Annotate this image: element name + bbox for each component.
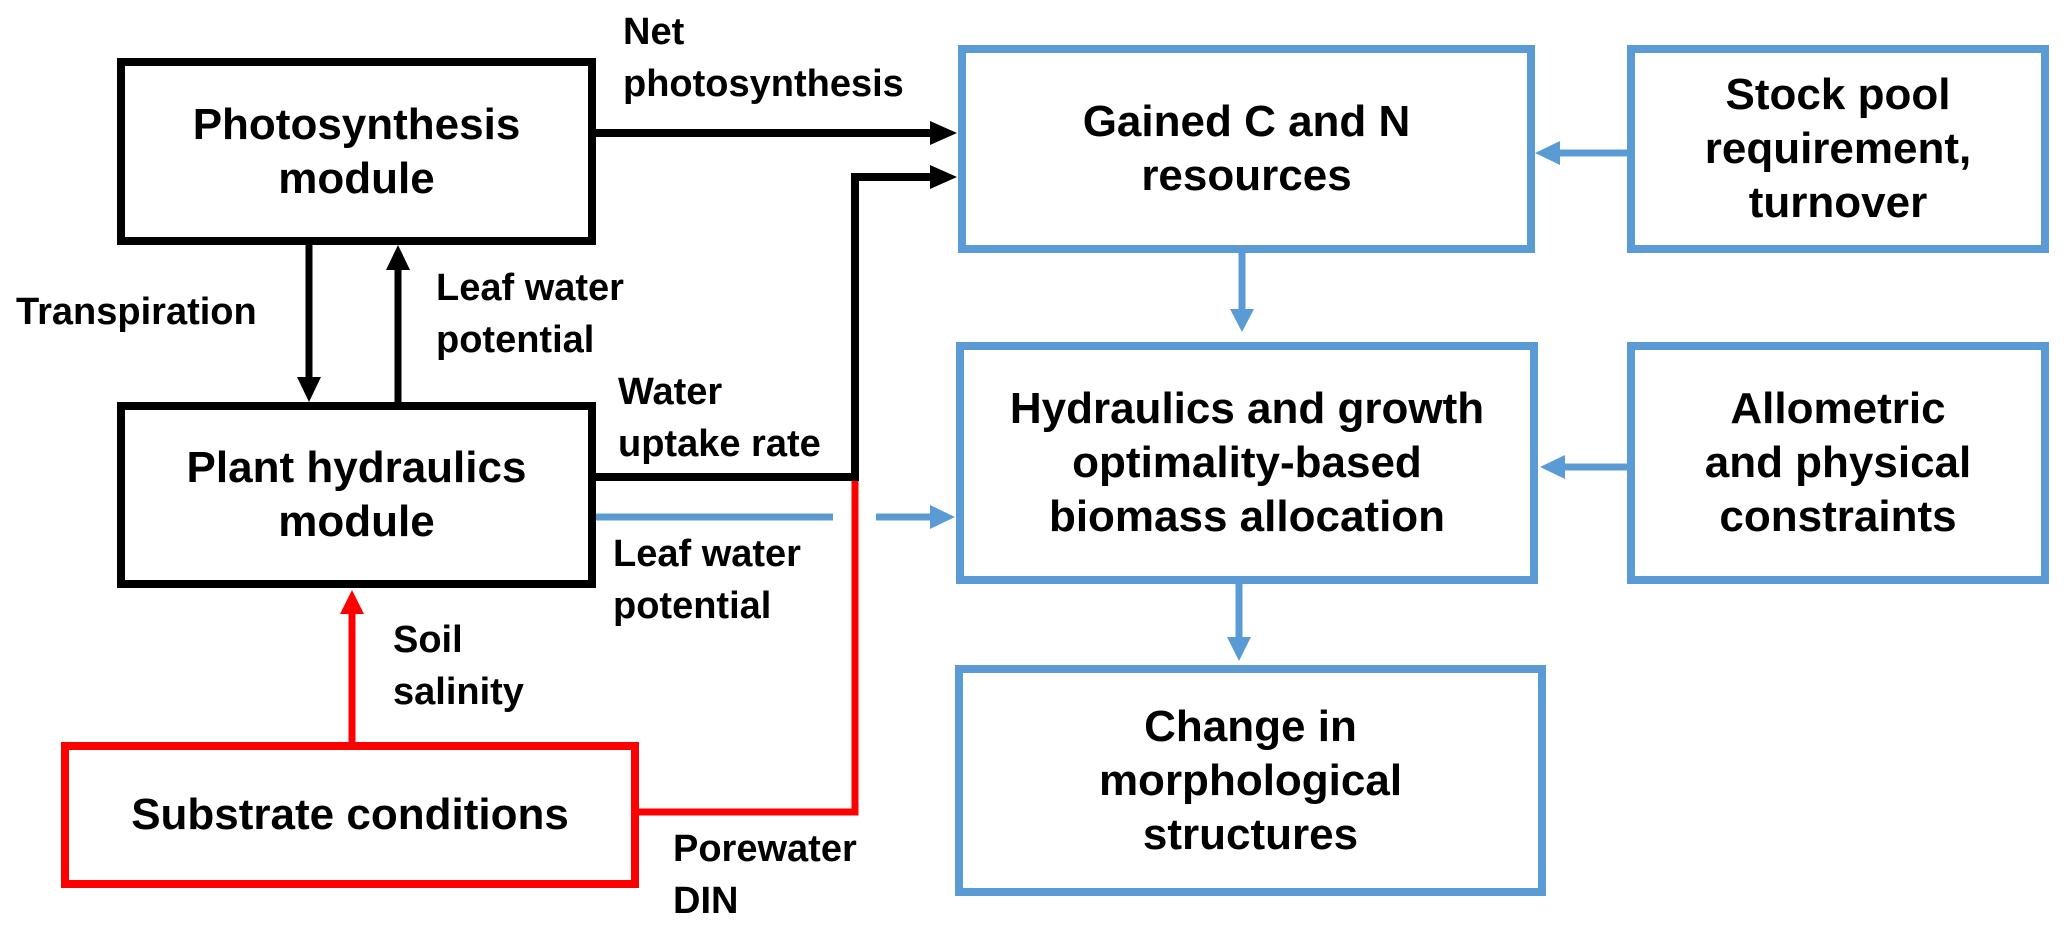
water-uptake-rate-label: Water uptake rate xyxy=(618,371,821,465)
water-uptake-arrow xyxy=(596,173,934,481)
soil-salinity-label: Soil salinity xyxy=(393,619,524,713)
porewater-din-label: Porewater DIN xyxy=(673,828,857,922)
plant-hydraulics-module-box: Plant hydraulics module xyxy=(117,402,596,588)
leaf-water-potential-up-arrowhead xyxy=(386,245,410,270)
leaf-water-potential-up-label: Leaf water potential xyxy=(436,267,624,361)
stock-pool-box: Stock pool requirement, turnover xyxy=(1627,45,2049,253)
biomass-allocation-box: Hydraulics and growth optimality-based b… xyxy=(956,342,1538,584)
allocation-to-morphology-arrowhead xyxy=(1227,637,1251,661)
net-photosynthesis-label: Net photosynthesis xyxy=(623,11,904,105)
photosynthesis-module-box: Photosynthesis module xyxy=(117,58,596,245)
transpiration-arrowhead xyxy=(297,377,321,402)
transpiration-label: Transpiration xyxy=(16,291,257,333)
gained-resources-box: Gained C and N resources xyxy=(958,45,1535,253)
leaf-water-potential-out-arrowhead xyxy=(930,505,955,529)
constraints-box: Allometric and physical constraints xyxy=(1627,342,2049,584)
net-photosynthesis-arrowhead xyxy=(930,121,957,145)
morphology-change-box: Change in morphological structures xyxy=(955,665,1546,896)
stock-to-resources-arrowhead xyxy=(1535,141,1560,165)
constraints-to-allocation-arrowhead xyxy=(1540,455,1565,479)
substrate-conditions-box: Substrate conditions xyxy=(61,742,639,888)
leaf-water-potential-out-label: Leaf water potential xyxy=(613,533,801,627)
resources-to-allocation-arrowhead xyxy=(1230,309,1254,332)
porewater-din-line xyxy=(639,481,859,816)
water-uptake-arrowhead xyxy=(930,165,957,189)
soil-salinity-arrowhead xyxy=(340,590,364,614)
